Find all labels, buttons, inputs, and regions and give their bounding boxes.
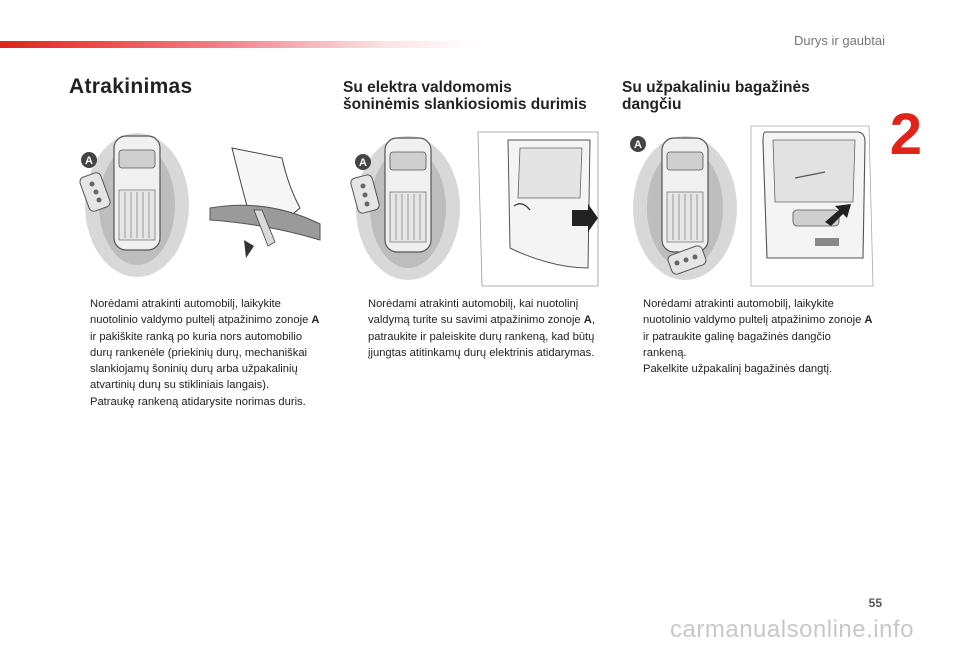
- zone-label: A: [311, 314, 320, 327]
- heading-sliding-doors: Su elektra valdomomis šoninėmis slankios…: [343, 79, 603, 113]
- page-number: 55: [868, 596, 882, 610]
- heading-tailgate: Su užpakaliniu bagažinės dangčiu: [622, 79, 852, 113]
- text-segment: ir pakiškite ranką po kuria nors automob…: [90, 330, 308, 392]
- key-fob-icon: [350, 174, 380, 214]
- heading-line: šoninėmis slankiosiomis durimis: [343, 96, 587, 113]
- list-item: Patraukę rankeną atidarysite norimas dur…: [72, 394, 322, 410]
- list-item: Pakelkite užpakalinį bagažinės dangtį.: [625, 361, 875, 377]
- section-title: Durys ir gaubtai: [793, 33, 885, 48]
- heading-line: dangčiu: [622, 96, 682, 113]
- list-item: Norėdami atrakinti automobilį, kai nuoto…: [350, 296, 600, 361]
- text-segment: Norėdami atrakinti automobilį, laikykite…: [643, 298, 865, 327]
- svg-text:A: A: [634, 139, 642, 151]
- text-segment: Norėdami atrakinti automobilį, laikykite…: [90, 298, 312, 327]
- zone-a-marker-icon: A: [355, 154, 371, 170]
- hand-on-handle-icon: [209, 147, 321, 258]
- list-item: Norėdami atrakinti automobilį, laikykite…: [72, 296, 322, 394]
- sliding-door-icon: [477, 131, 599, 287]
- text-segment: Pakelkite užpakalinį bagažinės dangtį.: [643, 363, 833, 376]
- header-accent-bar: [0, 41, 480, 48]
- zone-a-marker-icon: A: [630, 136, 646, 152]
- zone-a-marker-icon: A: [81, 152, 97, 168]
- heading-unlocking: Atrakinimas: [69, 75, 193, 98]
- text-column-tailgate: Norėdami atrakinti automobilį, laikykite…: [625, 296, 875, 377]
- svg-text:A: A: [359, 157, 367, 169]
- text-segment: Norėdami atrakinti automobilį, kai nuoto…: [368, 298, 584, 327]
- text-segment: , patraukite ir paleiskite durų rankeną,…: [368, 314, 595, 359]
- text-column-unlocking: Norėdami atrakinti automobilį, laikykite…: [72, 296, 322, 410]
- heading-line: Su elektra valdomomis: [343, 79, 512, 96]
- watermark: carmanualsonline.info: [670, 616, 914, 643]
- illustration-unlock-hand: A: [79, 133, 321, 277]
- text-segment: Patraukę rankeną atidarysite norimas dur…: [90, 395, 306, 408]
- tailgate-icon: [750, 125, 874, 287]
- zone-label: A: [583, 314, 592, 327]
- svg-text:A: A: [85, 155, 93, 167]
- heading-line: Su užpakaliniu bagažinės: [622, 79, 810, 96]
- illustration-tailgate: A: [630, 125, 874, 287]
- text-column-sliding-doors: Norėdami atrakinti automobilį, kai nuoto…: [350, 296, 600, 361]
- key-fob-icon: [79, 172, 111, 212]
- list-item: Norėdami atrakinti automobilį, laikykite…: [625, 296, 875, 361]
- zone-label: A: [864, 314, 873, 327]
- key-fob-icon: [667, 245, 707, 275]
- vehicle-top-view-icon: [384, 137, 432, 253]
- vehicle-top-view-icon: [113, 135, 161, 251]
- text-segment: ir patraukite galinę bagažinės dangčio r…: [643, 330, 831, 359]
- vehicle-top-view-icon: [661, 137, 709, 253]
- chapter-number: 2: [889, 102, 922, 167]
- illustration-sliding-door: A: [350, 131, 599, 287]
